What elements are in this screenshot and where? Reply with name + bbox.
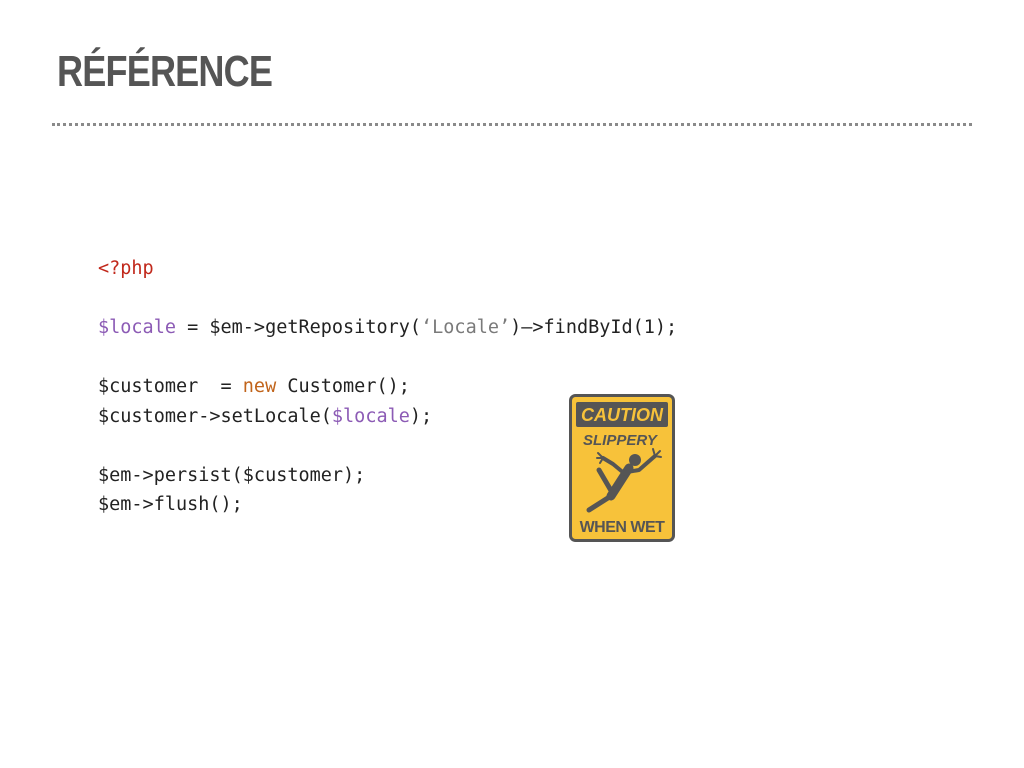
- code-line-blank: [98, 343, 677, 373]
- code-line-set-locale: $customer->setLocale($locale);: [98, 402, 677, 432]
- new-keyword: new: [242, 376, 277, 397]
- code-text: )—>findById(1);: [510, 317, 678, 338]
- php-open-tag: <?php: [98, 258, 154, 279]
- code-text: $em->flush();: [98, 494, 243, 515]
- code-text: = $em->getRepository(: [175, 317, 422, 338]
- title-divider: [52, 123, 972, 126]
- locale-variable: $locale: [98, 317, 176, 338]
- code-line-new-customer: $customer = new Customer();: [98, 372, 677, 402]
- code-line-blank: [98, 284, 677, 314]
- locale-variable: $locale: [331, 405, 410, 427]
- slide-title: RÉFÉRENCE: [57, 47, 273, 96]
- code-line-php-open: <?php: [98, 254, 677, 284]
- code-line-locale: $locale = $em->getRepository(‘Locale’)—>…: [98, 313, 677, 343]
- code-text: );: [409, 405, 433, 427]
- code-text: $em->persist($customer);: [98, 464, 366, 486]
- when-wet-text: WHEN WET: [580, 519, 666, 536]
- slippery-text: SLIPPERY: [583, 432, 659, 449]
- code-block: <?php $locale = $em->getRepository(‘Loca…: [98, 254, 677, 520]
- caution-text: CAUTION: [581, 405, 664, 425]
- code-text: Customer();: [276, 376, 410, 397]
- caution-banner: [576, 402, 668, 427]
- code-text: $customer =: [98, 376, 243, 397]
- slipping-person-icon: [586, 448, 662, 513]
- code-text: $customer->setLocale(: [98, 405, 332, 427]
- code-line-persist: $em->persist($customer);: [98, 461, 677, 491]
- locale-string: ‘Locale’: [421, 317, 511, 338]
- caution-sign-graphic: CAUTION SLIPPERY WHEN WET: [569, 394, 675, 542]
- caution-sign: CAUTION SLIPPERY WHEN WET: [569, 394, 675, 542]
- code-line-flush: $em->flush();: [98, 490, 677, 520]
